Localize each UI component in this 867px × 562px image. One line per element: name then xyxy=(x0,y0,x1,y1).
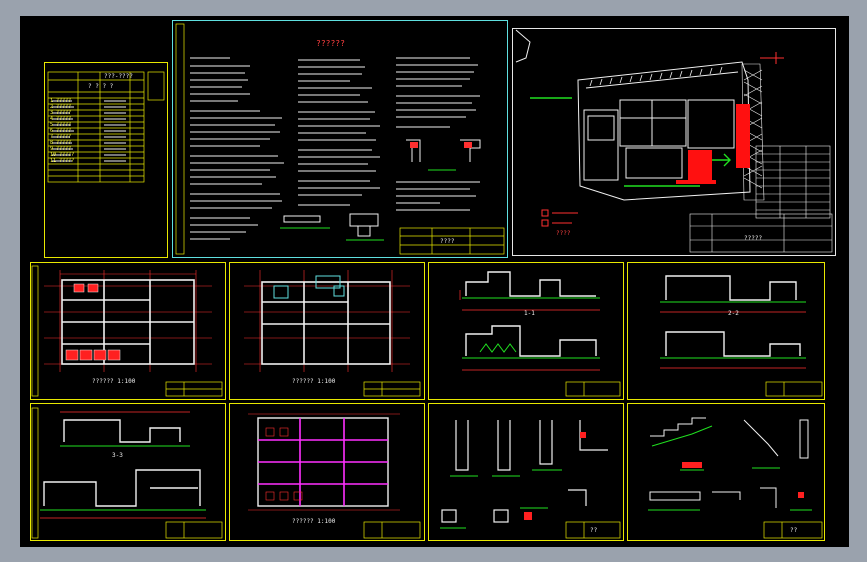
section1-zigzag xyxy=(462,297,600,359)
section3-green xyxy=(40,445,206,511)
plan1-equipment xyxy=(65,283,121,361)
index-row-marks xyxy=(52,100,126,162)
plan2-grid xyxy=(244,270,410,372)
section3-label: 3-3 xyxy=(112,452,123,459)
section2-label: 2-2 xyxy=(728,310,739,317)
index-table xyxy=(47,71,165,183)
details1-green xyxy=(440,469,562,529)
index-row: 5 ????? xyxy=(50,122,72,128)
details1-titleblock xyxy=(565,521,621,539)
details1-red xyxy=(524,432,586,520)
site-legend-label: ???? xyxy=(556,230,571,237)
sheet-section-3[interactable] xyxy=(30,403,226,541)
site-boundary xyxy=(515,29,751,201)
index-row: 7 ????? xyxy=(50,134,72,140)
section2-titleblock xyxy=(765,381,823,397)
details2-titleblock xyxy=(763,521,823,539)
notes-middle-column xyxy=(298,59,380,206)
index-row: 8 ????? xyxy=(50,140,72,146)
section3-profile xyxy=(43,419,201,507)
notes-titleblock xyxy=(175,23,505,255)
notes-title: ?????? xyxy=(316,39,345,48)
foundation-titleblock xyxy=(363,521,421,539)
index-header-code: ???-???? xyxy=(104,73,133,80)
site-red-annotation xyxy=(541,52,784,227)
site-buildings xyxy=(583,99,735,181)
index-row: 1 ????? xyxy=(50,98,72,104)
plan1-titleblock xyxy=(31,265,223,397)
foundation-red-grid xyxy=(248,413,400,511)
plan2-titleblock xyxy=(363,381,421,397)
details2-green xyxy=(648,425,812,511)
site-title: ????? xyxy=(744,235,763,242)
index-row: 3 ????? xyxy=(50,110,72,116)
details2-red xyxy=(682,462,804,498)
sheet-floor-plan-1[interactable] xyxy=(30,262,226,400)
section1-titleblock xyxy=(565,381,621,397)
section1-label: 1-1 xyxy=(524,310,535,317)
details1-label: ?? xyxy=(590,527,598,534)
plan2-cyan-rooms xyxy=(273,275,345,299)
details2-label: ?? xyxy=(790,527,798,534)
section3-red xyxy=(40,411,206,519)
sheet-general-notes[interactable] xyxy=(172,20,508,258)
sheet-site-plan[interactable] xyxy=(512,28,836,256)
section2-profile xyxy=(665,275,801,357)
plan1-label: ?????? 1:100 xyxy=(92,378,136,385)
site-legend-table xyxy=(689,145,833,253)
details2-stairs xyxy=(649,417,809,508)
section1-red xyxy=(459,290,600,371)
index-row: 2 ????? xyxy=(50,104,72,110)
section3-titleblock xyxy=(31,407,223,539)
sheet-details-1[interactable] xyxy=(428,403,624,541)
sheet-foundation-plan[interactable] xyxy=(229,403,425,541)
sheet-index[interactable] xyxy=(44,62,168,258)
plan2-label: ?????? 1:100 xyxy=(292,378,336,385)
section2-green xyxy=(660,301,806,359)
sheet-details-2[interactable] xyxy=(627,403,825,541)
sheet-section-1[interactable] xyxy=(428,262,624,400)
index-row: 9 ????? xyxy=(50,146,72,152)
plan2-walls xyxy=(261,281,391,365)
index-row: 4 ????? xyxy=(50,116,72,122)
site-red-fills xyxy=(676,104,750,184)
index-row: 10 ????? xyxy=(50,152,75,158)
details1-walls xyxy=(441,420,608,523)
drawing-canvas[interactable] xyxy=(20,16,849,547)
notes-stamp: ???? xyxy=(440,238,455,245)
foundation-magenta xyxy=(258,418,388,506)
site-hatch-top xyxy=(589,66,723,87)
section1-profile xyxy=(465,271,597,357)
foundation-label: ?????? 1:100 xyxy=(292,518,336,525)
section2-red xyxy=(660,311,806,369)
notes-details xyxy=(280,139,481,241)
site-green xyxy=(530,97,731,187)
sheet-section-2[interactable] xyxy=(627,262,825,400)
index-title: ? ? ? ? xyxy=(88,83,114,90)
index-row: 6 ????? xyxy=(50,128,72,134)
index-row: 11 ????? xyxy=(50,158,75,164)
sheet-floor-plan-2[interactable] xyxy=(229,262,425,400)
notes-left-column xyxy=(190,57,284,240)
notes-right-column xyxy=(396,57,480,211)
